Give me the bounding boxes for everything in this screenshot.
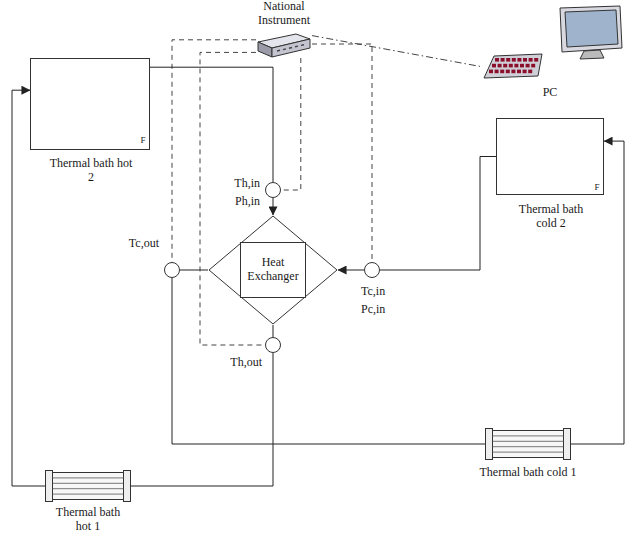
thermal-bath-tube-outline [45, 470, 131, 502]
node-label: Tc,out [119, 237, 159, 251]
node-label: Thermal bath hot 2 [46, 157, 136, 185]
sensor-circle: Tc,inPc,in [364, 262, 380, 278]
node-label: Thermal bath cold 1 [458, 466, 598, 480]
flow-line [380, 157, 496, 271]
node-label: National Instrument [246, 0, 322, 28]
flow-line [131, 353, 273, 486]
flow-line [338, 270, 364, 271]
flow-line [273, 325, 274, 337]
node-label: Th,out [216, 356, 262, 370]
node-label: Th,in [216, 177, 260, 191]
sensor-circle: Tc,out [164, 262, 180, 278]
node-label: PC [530, 86, 570, 100]
daq-device-outline [256, 30, 312, 58]
thermal-bath-box: FThermal bath cold 2 [496, 118, 604, 195]
signal-line [172, 40, 256, 262]
flow-line [180, 270, 208, 271]
node-label: Thermal bath hot 1 [48, 506, 128, 534]
thermal-bath-box: FThermal bath hot 2 [30, 58, 150, 150]
signal-line [281, 58, 301, 190]
sensor-circle: Th,out [265, 337, 281, 353]
heat-exchanger: Heat Exchanger [208, 215, 338, 325]
signal-line [312, 44, 372, 262]
flow-line [150, 67, 273, 182]
node-label: Pc,in [361, 303, 401, 317]
node-label: Heat Exchanger [241, 256, 305, 284]
thermal-bath-tube: Thermal bath hot 1 [45, 470, 131, 502]
computer-icon: PC [480, 4, 625, 82]
flow-mark: F [591, 182, 603, 192]
node-label: Thermal bath cold 2 [509, 203, 593, 231]
sensor-circle: Th,inPh,in [265, 182, 281, 198]
signal-line [312, 36, 480, 67]
computer-icon-outline [480, 4, 625, 82]
node-label: Ph,in [216, 195, 260, 209]
thermal-bath-tube: Thermal bath cold 1 [485, 428, 571, 460]
daq-device: National Instrument [256, 30, 312, 58]
flow-line [172, 278, 485, 444]
flow-line [273, 198, 274, 215]
node-label: Tc,in [361, 285, 401, 299]
flow-mark: F [137, 135, 149, 145]
thermal-bath-tube-outline [485, 428, 571, 460]
